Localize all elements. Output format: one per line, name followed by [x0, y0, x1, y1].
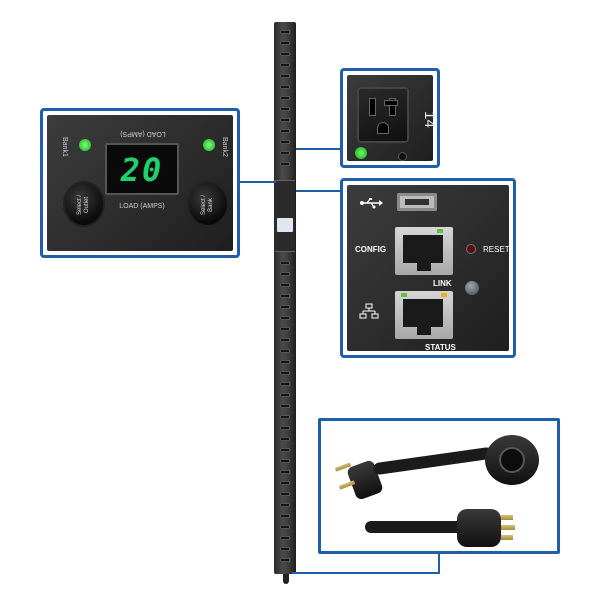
config-port[interactable]: [395, 227, 453, 275]
bank1-label: Bank1: [61, 137, 68, 157]
adapter-cord: [372, 446, 494, 476]
pdu-outlet: [280, 272, 290, 276]
pdu-outlet: [280, 459, 290, 463]
pdu-outlet: [280, 294, 290, 298]
pdu-outlet: [280, 437, 290, 441]
pdu-outlet: [280, 316, 290, 320]
pdu-outlet: [280, 514, 290, 518]
bank1-led: [79, 139, 91, 151]
pdu-outlet: [280, 349, 290, 353]
outlet-status-led: [355, 147, 367, 159]
pdu-outlet: [280, 41, 290, 45]
pdu-outlet: [280, 52, 290, 56]
reset-button[interactable]: [467, 245, 475, 253]
pdu-control-module: [275, 180, 295, 252]
pdu-outlet: [280, 305, 290, 309]
pdu-outlet: [280, 503, 290, 507]
plug-detail-panel: [318, 418, 560, 554]
pdu-outlet: [280, 338, 290, 342]
network-port[interactable]: [395, 291, 453, 339]
pdu-outlet: [280, 140, 290, 144]
pdu-outlet: [280, 415, 290, 419]
pdu-outlet: [280, 74, 290, 78]
pdu-logo: [277, 218, 293, 232]
link-label: LINK: [433, 279, 452, 288]
bank2-led: [203, 139, 215, 151]
pdu-outlet: [280, 129, 290, 133]
pdu-outlet: [280, 63, 290, 67]
plug-prong: [501, 525, 515, 530]
pdu-outlet: [280, 283, 290, 287]
pdu-outlet: [280, 426, 290, 430]
load-label-bottom: LOAD (AMPS): [119, 203, 165, 210]
pdu-outlet: [280, 481, 290, 485]
lcd-display: 20: [105, 143, 179, 195]
connector-face: [501, 449, 523, 471]
connector-line-plug-vertical: [438, 552, 440, 574]
load-value: 20: [120, 151, 164, 189]
pdu-strip: [274, 22, 296, 574]
pdu-outlet: [280, 382, 290, 386]
pdu-outlet: [280, 393, 290, 397]
pdu-outlet: [280, 162, 290, 166]
pdu-outlet: [280, 525, 290, 529]
pdu-outlet: [280, 371, 290, 375]
plug-prong: [501, 515, 513, 520]
network-icon: [359, 303, 379, 319]
connector-line-network: [296, 190, 342, 192]
select-bank-label: Select / Bank: [201, 195, 214, 216]
pdu-outlet: [280, 96, 290, 100]
usb-icon: [360, 198, 383, 209]
power-cord: [365, 521, 465, 533]
pdu-outlet: [280, 470, 290, 474]
pdu-outlet: [280, 404, 290, 408]
plug-prong: [501, 535, 513, 540]
config-label: CONFIG: [355, 245, 387, 254]
connector-line-plug-horizontal: [292, 572, 440, 574]
network-config-panel: CONFIG RESET LINK STATUS: [340, 178, 516, 358]
outlet-detail-panel: 14: [340, 68, 440, 168]
load-display-panel: Bank1 Bank2 LOAD (AMPS) 20 LOAD (AMPS) S…: [40, 108, 240, 258]
link-button[interactable]: [465, 281, 479, 295]
pdu-outlet: [280, 492, 290, 496]
outlet-indicator-hole: [399, 153, 406, 160]
status-label: STATUS: [425, 343, 456, 351]
pdu-outlet: [280, 547, 290, 551]
pdu-outlet: [280, 118, 290, 122]
pdu-outlet: [280, 448, 290, 452]
pdu-power-cord: [283, 574, 289, 584]
bank2-label: Bank2: [221, 137, 228, 157]
l5-20p-plug: [457, 509, 501, 547]
pdu-outlet: [280, 327, 290, 331]
select-bank-button[interactable]: Select / Bank: [189, 183, 227, 225]
select-outlet-label: Select / Outlet: [77, 195, 90, 216]
reset-label: RESET: [483, 245, 509, 254]
outlet-number: 14: [420, 111, 433, 128]
pdu-outlet: [280, 85, 290, 89]
nema-outlet: [357, 87, 409, 143]
pdu-outlet: [280, 536, 290, 540]
usb-port[interactable]: [397, 193, 437, 211]
load-label-top: LOAD (AMPS): [120, 130, 166, 137]
pdu-outlet: [280, 558, 290, 562]
connector-line-display: [240, 181, 276, 183]
pdu-outlet: [280, 151, 290, 155]
pdu-outlet: [280, 107, 290, 111]
select-outlet-button[interactable]: Select / Outlet: [65, 183, 103, 225]
pdu-outlet: [280, 261, 290, 265]
pdu-outlet: [280, 360, 290, 364]
pdu-outlet: [280, 30, 290, 34]
connector-line-outlet: [296, 148, 342, 150]
